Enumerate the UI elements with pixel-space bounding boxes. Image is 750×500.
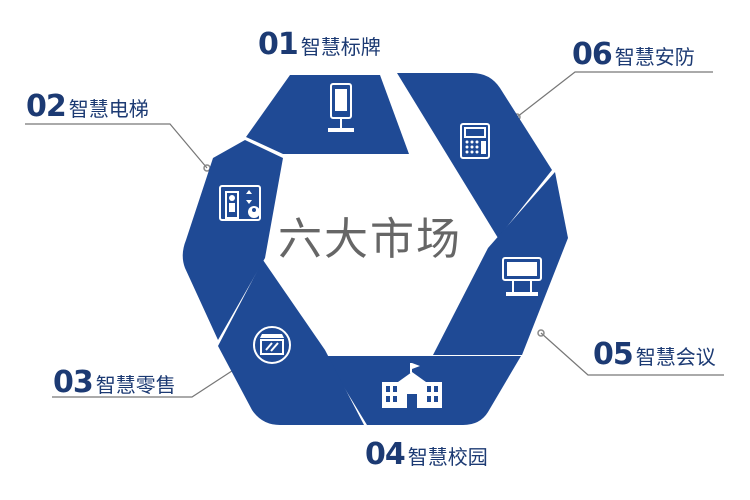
segment-06 — [397, 73, 552, 238]
segment-01 — [246, 75, 409, 154]
connector-05 — [540, 332, 724, 376]
label-01-text: 智慧标牌 — [300, 35, 381, 59]
label-03-text: 智慧零售 — [95, 373, 176, 397]
security-keypad-icon — [460, 123, 490, 159]
center-title: 六大市场 — [278, 214, 462, 265]
connector-lines — [25, 71, 724, 398]
label-04-text: 智慧校园 — [407, 445, 488, 469]
school-building-icon — [382, 363, 442, 408]
label-04-number: 04 — [365, 437, 406, 472]
segment-05 — [433, 172, 568, 355]
segment-03 — [218, 260, 364, 425]
label-01-number: 01 — [258, 27, 299, 62]
label-06-text: 智慧安防 — [614, 45, 695, 69]
label-03-number: 03 — [53, 365, 94, 400]
connector-03 — [52, 366, 239, 398]
connector-02 — [25, 123, 208, 169]
segment-02 — [182, 140, 283, 340]
retail-shop-icon — [253, 326, 291, 364]
label-06-number: 06 — [572, 37, 613, 72]
label-02-number: 02 — [26, 89, 67, 124]
label-02-text: 智慧电梯 — [68, 97, 149, 121]
label-05-number: 05 — [593, 337, 634, 372]
connector-06 — [516, 71, 713, 118]
digital-signage-kiosk-icon — [328, 83, 354, 132]
conference-display-icon — [502, 257, 542, 296]
elevator-icon — [219, 185, 261, 221]
label-05-text: 智慧会议 — [635, 345, 716, 369]
